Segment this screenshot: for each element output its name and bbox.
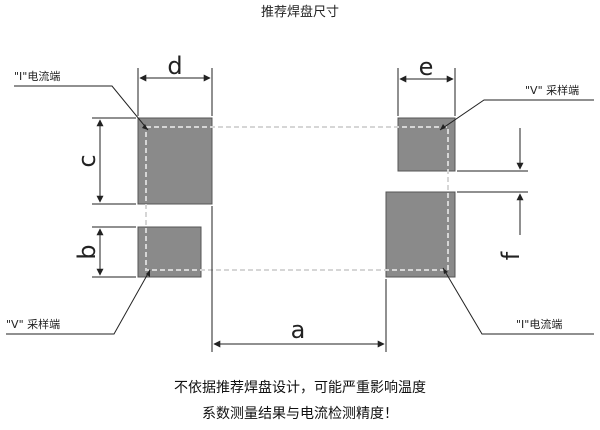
dimension-c: c <box>73 117 136 205</box>
dimension-f-label: f <box>497 251 525 260</box>
component-outline <box>145 126 449 271</box>
callout-bottom-left: "V" 采样端 <box>6 269 151 335</box>
dimension-f: f <box>457 128 528 260</box>
callout-bottom-right: "I"电流端 <box>442 267 594 335</box>
callout-bottom-left-label: "V" 采样端 <box>6 317 60 331</box>
pad-bottom-right <box>385 191 456 278</box>
callout-top-right-label: "V" 采样端 <box>525 83 579 97</box>
pad-bottom-left <box>137 226 202 278</box>
pad-top-left <box>137 117 213 205</box>
dimension-b-label: b <box>73 244 101 259</box>
callout-top-right: "V" 采样端 <box>439 83 594 131</box>
diagram-title: 推荐焊盘尺寸 <box>261 4 339 20</box>
dimension-c-label: c <box>73 154 101 167</box>
dimension-b: b <box>73 226 136 278</box>
dimension-e-label: e <box>419 53 434 81</box>
dimension-d: d <box>137 52 213 116</box>
note-line-1: 不依据推荐焊盘设计，可能严重影响温度 <box>174 379 426 396</box>
callout-top-left: "I"电流端 <box>14 69 149 131</box>
dimension-a: a <box>211 206 387 352</box>
dimension-d-label: d <box>167 52 182 80</box>
note-line-2: 系数测量结果与电流检测精度！ <box>202 406 398 422</box>
callout-top-left-label: "I"电流端 <box>14 69 60 83</box>
dimension-a-label: a <box>291 316 306 344</box>
dimension-e: e <box>397 53 456 116</box>
callout-bottom-right-label: "I"电流端 <box>516 317 562 331</box>
